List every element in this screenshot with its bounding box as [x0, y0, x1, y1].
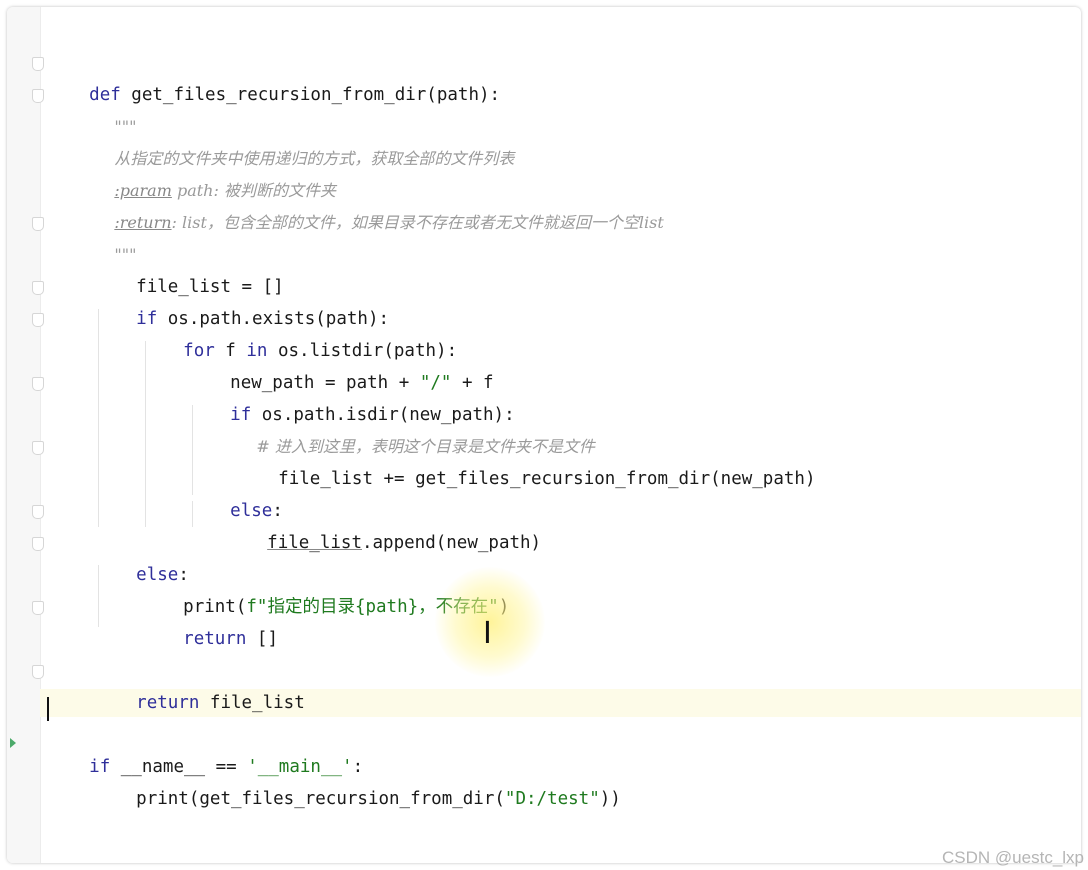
docstring-tag: :return — [114, 213, 172, 232]
code-text: .append(new_path) — [361, 533, 542, 553]
docstring-text: 从指定的文件夹中使用递归的方式，获取全部的文件列表 — [114, 149, 515, 168]
fold-marker-icon[interactable] — [32, 601, 44, 615]
keyword: else — [136, 565, 179, 585]
indent-guide — [145, 341, 146, 527]
keyword: else — [230, 501, 273, 521]
code-text: : — [272, 501, 283, 521]
code-line[interactable]: def get_files_recursion_from_dir(path): — [47, 47, 500, 105]
docstring-text: : list，包含全部的文件，如果目录不存在或者无文件就返回一个空list — [171, 213, 664, 232]
keyword: in — [246, 341, 268, 361]
code-line[interactable]: :return: list，包含全部的文件，如果目录不存在或者无文件就返回一个空… — [94, 175, 663, 232]
code-text: print( — [183, 597, 247, 617]
fold-marker-icon[interactable] — [32, 377, 44, 391]
code-line[interactable]: :param path: 被判断的文件夹 — [94, 143, 336, 200]
string-literal: "/" — [419, 373, 452, 393]
code-text: file_list = [] — [136, 277, 284, 297]
code-text: os.path.isdir(new_path): — [251, 405, 515, 425]
fold-marker-icon[interactable] — [32, 281, 44, 295]
code-text: + f — [451, 373, 494, 393]
code-text: file_list — [267, 533, 362, 553]
code-line[interactable]: for f in os.listdir(path): — [141, 303, 457, 361]
code-line[interactable]: if os.path.isdir(new_path): — [188, 367, 514, 425]
fold-marker-icon[interactable] — [32, 505, 44, 519]
code-line[interactable]: print(get_files_recursion_from_dir("D:/t… — [94, 751, 621, 809]
code-line[interactable]: return file_list — [94, 655, 305, 713]
code-text: file_list += get_files_recursion_from_di… — [278, 469, 816, 489]
code-line[interactable]: if __name__ == '__main__': — [47, 719, 363, 777]
fold-marker-icon[interactable] — [32, 441, 44, 455]
code-line[interactable]: if os.path.exists(path): — [94, 271, 389, 329]
code-text: os.listdir(path): — [267, 341, 458, 361]
code-line[interactable]: new_path = path + "/" + f — [188, 335, 493, 393]
code-text: : — [178, 565, 189, 585]
indent-guide — [98, 565, 99, 627]
code-line[interactable]: file_list.append(new_path) — [225, 495, 541, 553]
string-literal: '__main__' — [247, 757, 353, 777]
code-line[interactable]: 从指定的文件夹中使用递归的方式，获取全部的文件列表 — [94, 111, 514, 168]
mouse-highlight — [435, 567, 545, 677]
code-text: get_files_recursion_from_dir(path): — [120, 85, 501, 105]
code-line[interactable]: file_list = [] — [94, 239, 284, 297]
code-line[interactable]: # 进入到这里，表明这个目录是文件夹不是文件 — [236, 399, 595, 456]
keyword: return — [183, 629, 247, 649]
code-text: file_list — [199, 693, 305, 713]
fold-marker-icon[interactable] — [32, 537, 44, 551]
string-literal: "D:/test" — [504, 789, 600, 809]
code-text: f — [214, 341, 247, 361]
code-text: print(get_files_recursion_from_dir( — [136, 789, 505, 809]
keyword: for — [183, 341, 215, 361]
code-text: )) — [599, 789, 621, 809]
docstring-quote: """ — [114, 245, 137, 264]
fold-marker-icon[interactable] — [32, 57, 44, 71]
indent-guide — [192, 405, 193, 495]
keyword: return — [136, 693, 200, 713]
code-text: [] — [246, 629, 278, 649]
code-editor[interactable]: def get_files_recursion_from_dir(path): … — [7, 7, 1081, 863]
code-line[interactable]: file_list += get_files_recursion_from_di… — [236, 431, 815, 489]
fold-marker-icon[interactable] — [32, 217, 44, 231]
code-text: os.path.exists(path): — [157, 309, 390, 329]
keyword: if — [136, 309, 158, 329]
code-line[interactable]: else: — [188, 463, 283, 521]
docstring-tag: :param — [114, 181, 172, 200]
ibeam-cursor-icon: I — [483, 616, 492, 651]
run-arrow-icon[interactable] — [10, 738, 16, 748]
current-line-highlight — [40, 689, 1081, 717]
fold-marker-icon[interactable] — [32, 665, 44, 679]
text-caret — [47, 697, 49, 721]
docstring-quote: """ — [114, 117, 137, 136]
docstring-text: path: 被判断的文件夹 — [171, 181, 336, 200]
indent-guide — [98, 309, 99, 527]
code-text: : — [352, 757, 364, 777]
code-text: new_path = path + — [230, 373, 420, 393]
code-line[interactable]: else: — [94, 527, 189, 585]
code-text: __name__ == — [110, 757, 248, 777]
comment-text: # 进入到这里，表明这个目录是文件夹不是文件 — [256, 437, 595, 456]
line-gutter — [7, 7, 41, 863]
code-line[interactable]: """ — [94, 207, 136, 264]
keyword: if — [89, 757, 111, 777]
code-line[interactable]: """ — [94, 79, 136, 136]
keyword: if — [230, 405, 252, 425]
fold-marker-icon[interactable] — [32, 313, 44, 327]
fold-marker-icon[interactable] — [32, 89, 44, 103]
watermark: CSDN @uestc_lxp — [942, 848, 1084, 867]
code-line[interactable]: return [] — [141, 591, 278, 649]
keyword: def — [89, 85, 121, 105]
indent-guide — [192, 501, 193, 527]
